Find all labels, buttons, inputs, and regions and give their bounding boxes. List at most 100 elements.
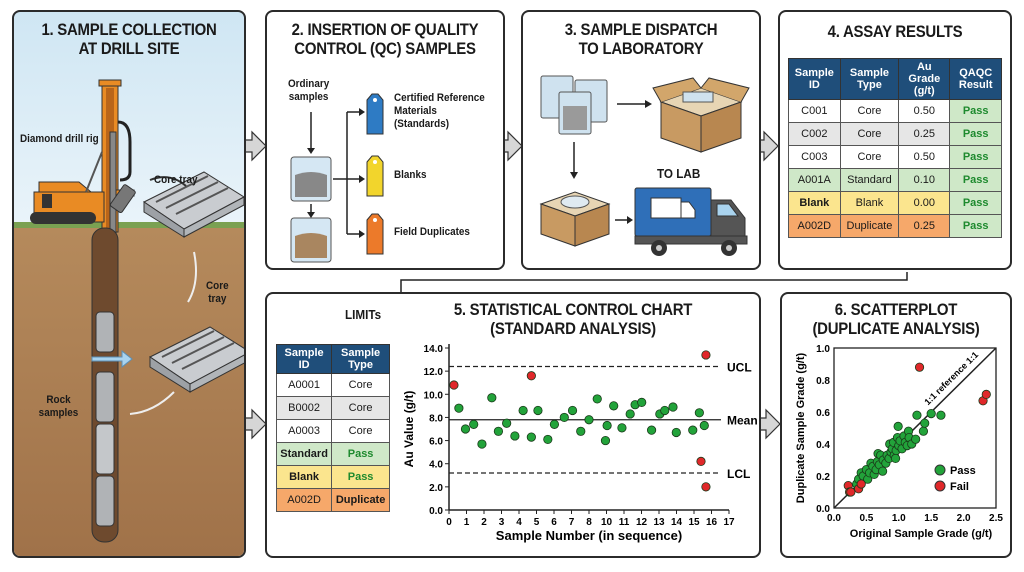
point-pass bbox=[460, 424, 471, 434]
point-pass bbox=[510, 431, 520, 441]
col-au-grade: Au Grade (g/t) bbox=[898, 58, 951, 100]
x-tick-label: 6 bbox=[551, 517, 557, 528]
point-pass bbox=[602, 420, 612, 431]
point-fail bbox=[914, 362, 925, 372]
qc-flow-illustration bbox=[290, 93, 384, 263]
point-fail bbox=[856, 479, 866, 489]
cell-type: Duplicate bbox=[331, 488, 390, 512]
y-tick-label: 4.0 bbox=[429, 460, 443, 471]
panel-3-title-line1: 3. SAMPLE DISPATCH bbox=[564, 20, 718, 39]
y-tick-label: 0.6 bbox=[816, 408, 830, 419]
legend-label-fail: Fail bbox=[950, 481, 969, 493]
cell-grade: 0.25 bbox=[898, 214, 951, 238]
label-ordinary-samples: Ordinary samples bbox=[287, 78, 330, 103]
cell-type: Duplicate bbox=[839, 214, 900, 238]
panel-4-title: 4. ASSAY RESULTS bbox=[827, 22, 963, 41]
y-tick-label: 10.0 bbox=[424, 390, 444, 401]
cell-result: Pass bbox=[949, 145, 1002, 169]
label-ucl: UCL bbox=[727, 361, 752, 375]
cell-id: Blank bbox=[275, 465, 333, 489]
point-pass bbox=[592, 394, 602, 404]
x-tick-label: 11 bbox=[619, 517, 630, 528]
y-tick-label: 12.0 bbox=[424, 367, 444, 378]
x-tick-label: 7 bbox=[569, 517, 575, 528]
cell-type: Core bbox=[839, 99, 900, 123]
col-sample-id: Sample ID bbox=[275, 344, 333, 374]
cell-id: A001A bbox=[788, 168, 841, 192]
point-pass bbox=[477, 439, 487, 449]
cell-result: Pass bbox=[949, 122, 1002, 146]
point-pass bbox=[671, 427, 681, 438]
point-pass bbox=[694, 408, 704, 418]
panel-qc-insertion: 2. INSERTION OF QUALITY CONTROL (QC) SAM… bbox=[265, 10, 505, 270]
cell-grade: 0.50 bbox=[898, 145, 951, 169]
cell-grade: 0.10 bbox=[898, 168, 951, 192]
panel-1-title-line1: 1. SAMPLE COLLECTION bbox=[41, 20, 217, 39]
x-tick-label: 8 bbox=[586, 517, 592, 528]
x-tick-label: 16 bbox=[706, 517, 718, 528]
panel-control-chart: LIMITs 5. STATISTICAL CONTROL CHART (STA… bbox=[265, 292, 761, 558]
point-pass bbox=[526, 432, 536, 442]
label-rock-samples: Rock samples bbox=[38, 394, 79, 419]
x-tick-label: 17 bbox=[723, 517, 735, 528]
col-sample-id: Sample ID bbox=[788, 58, 841, 100]
point-pass bbox=[543, 434, 553, 445]
x-tick-label: 2 bbox=[481, 517, 487, 528]
point-pass bbox=[911, 434, 921, 444]
cell-grade: 0.25 bbox=[898, 122, 951, 146]
cell-grade: 0.50 bbox=[898, 99, 951, 123]
label-core-tray: Core tray bbox=[154, 174, 198, 186]
col-qaqc-result: QAQC Result bbox=[949, 58, 1002, 100]
label-crm-standards: Certified Reference Materials (Standards… bbox=[394, 92, 485, 130]
point-pass bbox=[668, 402, 678, 412]
point-fail bbox=[701, 350, 711, 360]
panel-2-title-line1: 2. INSERTION OF QUALITY bbox=[291, 20, 479, 39]
panel-6-title-line1: 6. SCATTERPLOT bbox=[834, 300, 958, 319]
sample-bag-icon bbox=[290, 156, 332, 202]
point-pass bbox=[576, 426, 586, 436]
core-tray-icon bbox=[143, 171, 244, 238]
panel-2-title-line2: CONTROL (QC) SAMPLES bbox=[294, 39, 476, 58]
x-tick-label: 1 bbox=[464, 517, 470, 528]
point-pass bbox=[518, 405, 528, 416]
packed-box-icon bbox=[539, 191, 611, 247]
point-fail bbox=[526, 371, 536, 381]
legend-marker-fail bbox=[934, 480, 946, 492]
duplicate-bag-icon bbox=[290, 217, 332, 263]
label-drill-rig: Diamond drill rig bbox=[20, 133, 99, 145]
y-tick-label: 8.0 bbox=[429, 413, 443, 424]
point-pass bbox=[493, 426, 504, 436]
label-mean: Mean bbox=[727, 414, 758, 428]
standard-tag-icon bbox=[366, 93, 384, 135]
x-axis-label: Original Sample Grade (g/t) bbox=[850, 528, 993, 540]
cell-type: Pass bbox=[331, 465, 390, 489]
curved-arrows bbox=[129, 176, 197, 415]
y-tick-label: 0.4 bbox=[816, 440, 830, 451]
dispatch-illustration bbox=[539, 75, 750, 256]
cell-type: Core bbox=[839, 145, 900, 169]
point-pass bbox=[617, 423, 627, 433]
point-pass bbox=[918, 426, 929, 436]
col-sample-type: Sample Type bbox=[839, 58, 900, 100]
label-field-duplicates: Field Duplicates bbox=[394, 226, 470, 238]
cell-id: C001 bbox=[788, 99, 841, 123]
point-pass bbox=[637, 397, 647, 407]
panel-1-title-line2: AT DRILL SITE bbox=[78, 39, 180, 58]
point-pass bbox=[469, 419, 479, 429]
panel-3-title-line2: TO LABORATORY bbox=[578, 39, 704, 58]
blank-tag-icon bbox=[366, 155, 384, 197]
panel-sample-collection: 1. SAMPLE COLLECTION AT DRILL SITE bbox=[12, 10, 246, 558]
point-pass bbox=[660, 405, 670, 416]
ground bbox=[14, 222, 244, 556]
